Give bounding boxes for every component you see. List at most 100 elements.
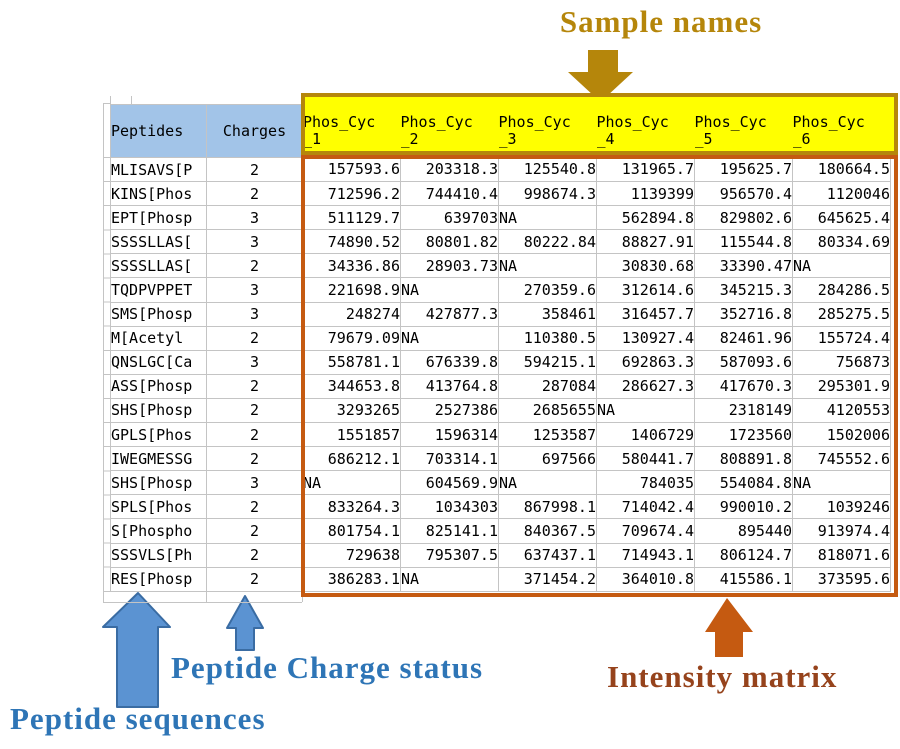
intensity-cell[interactable]: 4120553: [792, 398, 891, 424]
charge-cell[interactable]: 2: [206, 422, 303, 448]
peptide-cell[interactable]: M[Acetyl: [110, 326, 207, 351]
intensity-cell[interactable]: 1502006: [792, 422, 891, 448]
intensity-cell[interactable]: 744410.4: [400, 181, 499, 207]
charge-cell[interactable]: 3: [206, 205, 303, 231]
intensity-cell[interactable]: 2318149: [694, 398, 793, 424]
intensity-cell[interactable]: 34336.86: [302, 253, 401, 279]
peptide-cell[interactable]: GPLS[Phos: [110, 422, 207, 448]
intensity-cell[interactable]: 998674.3: [498, 181, 597, 207]
intensity-cell[interactable]: 714042.4: [596, 494, 695, 520]
intensity-cell[interactable]: 676339.8: [400, 350, 499, 375]
intensity-cell[interactable]: 88827.91: [596, 229, 695, 255]
intensity-cell[interactable]: 358461: [498, 302, 597, 327]
intensity-cell[interactable]: 295301.9: [792, 374, 891, 399]
intensity-cell[interactable]: 1596314: [400, 422, 499, 448]
intensity-cell[interactable]: 180664.5: [792, 157, 891, 183]
charge-cell[interactable]: 2: [206, 181, 303, 207]
intensity-cell[interactable]: NA: [498, 253, 597, 279]
intensity-cell[interactable]: 808891.8: [694, 446, 793, 472]
intensity-cell[interactable]: 155724.4: [792, 326, 891, 351]
intensity-cell[interactable]: 157593.6: [302, 157, 401, 183]
intensity-cell[interactable]: 2527386: [400, 398, 499, 424]
intensity-cell[interactable]: NA: [596, 398, 695, 424]
intensity-cell[interactable]: 373595.6: [792, 567, 891, 592]
intensity-cell[interactable]: 554084.8: [694, 470, 793, 496]
intensity-cell[interactable]: 956570.4: [694, 181, 793, 207]
sample-header-cell[interactable]: Phos_Cyc_3: [498, 113, 571, 148]
charge-cell[interactable]: 3: [206, 470, 303, 496]
intensity-cell[interactable]: 352716.8: [694, 302, 793, 327]
peptides-header-cell[interactable]: Peptides: [110, 104, 207, 158]
intensity-cell[interactable]: 829802.6: [694, 205, 793, 231]
intensity-cell[interactable]: 1551857: [302, 422, 401, 448]
peptide-cell[interactable]: SHS[Phosp: [110, 470, 207, 496]
intensity-cell[interactable]: 221698.9: [302, 277, 401, 303]
peptide-cell[interactable]: SMS[Phosp: [110, 302, 207, 327]
intensity-cell[interactable]: 1253587: [498, 422, 597, 448]
charge-cell[interactable]: 2: [206, 567, 303, 592]
intensity-cell[interactable]: 895440: [694, 518, 793, 544]
intensity-cell[interactable]: 1723560: [694, 422, 793, 448]
intensity-cell[interactable]: 806124.7: [694, 543, 793, 568]
intensity-cell[interactable]: 1139399: [596, 181, 695, 207]
intensity-cell[interactable]: 82461.96: [694, 326, 793, 351]
intensity-cell[interactable]: 637437.1: [498, 543, 597, 568]
charge-cell[interactable]: 2: [206, 543, 303, 568]
intensity-cell[interactable]: NA: [792, 253, 891, 279]
intensity-cell[interactable]: 867998.1: [498, 494, 597, 520]
intensity-cell[interactable]: 913974.4: [792, 518, 891, 544]
peptide-cell[interactable]: EPT[Phosp: [110, 205, 207, 231]
intensity-cell[interactable]: 712596.2: [302, 181, 401, 207]
intensity-cell[interactable]: 709674.4: [596, 518, 695, 544]
intensity-cell[interactable]: NA: [792, 470, 891, 496]
charge-cell[interactable]: 3: [206, 302, 303, 327]
peptide-cell[interactable]: ASS[Phosp: [110, 374, 207, 399]
intensity-cell[interactable]: 413764.8: [400, 374, 499, 399]
sample-header-cell[interactable]: Phos_Cyc_4: [596, 113, 669, 148]
charge-cell[interactable]: 2: [206, 398, 303, 424]
intensity-cell[interactable]: 130927.4: [596, 326, 695, 351]
sample-header-cell[interactable]: Phos_Cyc_2: [400, 113, 473, 148]
peptide-cell[interactable]: SSSSLLAS[: [110, 229, 207, 255]
intensity-cell[interactable]: 714943.1: [596, 543, 695, 568]
intensity-cell[interactable]: 1120046: [792, 181, 891, 207]
intensity-cell[interactable]: NA: [400, 567, 499, 592]
intensity-cell[interactable]: 115544.8: [694, 229, 793, 255]
charge-cell[interactable]: 2: [206, 446, 303, 472]
peptide-cell[interactable]: SSSVLS[Ph: [110, 543, 207, 568]
intensity-cell[interactable]: 284286.5: [792, 277, 891, 303]
intensity-cell[interactable]: 364010.8: [596, 567, 695, 592]
intensity-cell[interactable]: 840367.5: [498, 518, 597, 544]
intensity-cell[interactable]: 745552.6: [792, 446, 891, 472]
charge-cell[interactable]: 2: [206, 326, 303, 351]
peptide-cell[interactable]: QNSLGC[Ca: [110, 350, 207, 375]
intensity-cell[interactable]: 195625.7: [694, 157, 793, 183]
intensity-cell[interactable]: NA: [400, 326, 499, 351]
intensity-cell[interactable]: 344653.8: [302, 374, 401, 399]
intensity-cell[interactable]: 818071.6: [792, 543, 891, 568]
intensity-cell[interactable]: 33390.47: [694, 253, 793, 279]
peptide-cell[interactable]: SHS[Phosp: [110, 398, 207, 424]
intensity-cell[interactable]: 692863.3: [596, 350, 695, 375]
intensity-cell[interactable]: 1034303: [400, 494, 499, 520]
intensity-cell[interactable]: NA: [302, 470, 401, 496]
intensity-cell[interactable]: 345215.3: [694, 277, 793, 303]
intensity-cell[interactable]: 316457.7: [596, 302, 695, 327]
peptide-cell[interactable]: S[Phospho: [110, 518, 207, 544]
intensity-cell[interactable]: 825141.1: [400, 518, 499, 544]
intensity-cell[interactable]: 697566: [498, 446, 597, 472]
intensity-cell[interactable]: 511129.7: [302, 205, 401, 231]
intensity-cell[interactable]: 703314.1: [400, 446, 499, 472]
intensity-cell[interactable]: 80801.82: [400, 229, 499, 255]
intensity-cell[interactable]: 427877.3: [400, 302, 499, 327]
peptide-cell[interactable]: MLISAVS[P: [110, 157, 207, 183]
intensity-cell[interactable]: 285275.5: [792, 302, 891, 327]
intensity-cell[interactable]: 756873: [792, 350, 891, 375]
intensity-cell[interactable]: 604569.9: [400, 470, 499, 496]
intensity-cell[interactable]: 110380.5: [498, 326, 597, 351]
intensity-cell[interactable]: 784035: [596, 470, 695, 496]
intensity-cell[interactable]: 415586.1: [694, 567, 793, 592]
charge-cell[interactable]: 2: [206, 157, 303, 183]
intensity-cell[interactable]: NA: [400, 277, 499, 303]
intensity-cell[interactable]: 990010.2: [694, 494, 793, 520]
